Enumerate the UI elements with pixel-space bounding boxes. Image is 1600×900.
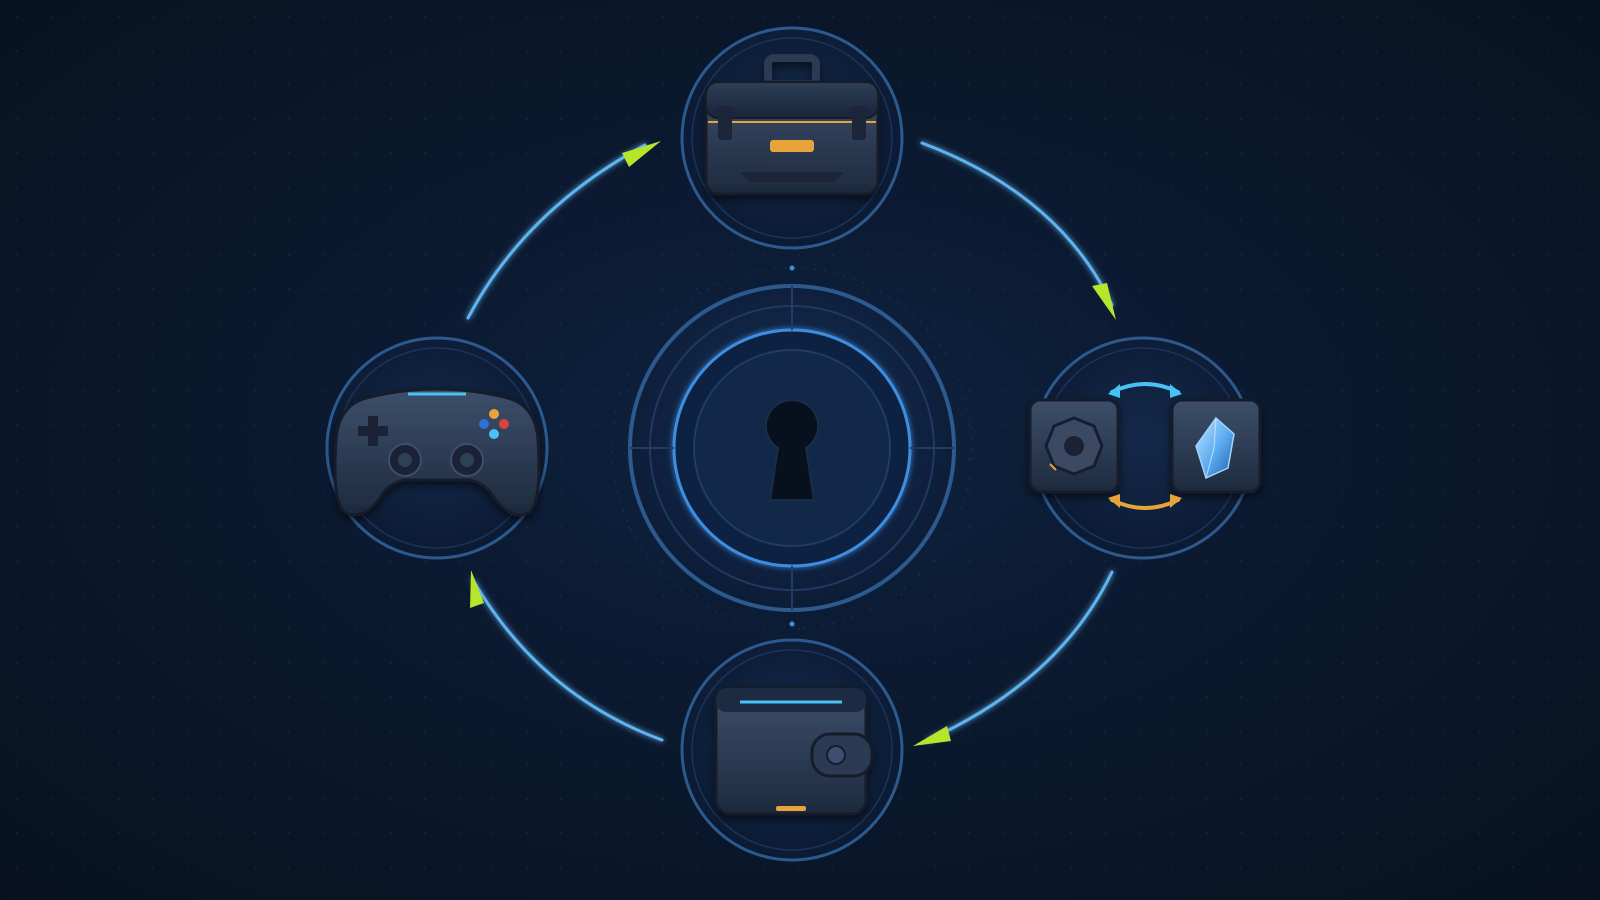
- connector-trade-to-wallet: [926, 570, 1114, 742]
- arrowhead-to-inventory: [622, 141, 661, 167]
- connector-wallet-to-game: [471, 578, 664, 742]
- gamepad-icon: [333, 387, 541, 517]
- connector-game-to-inventory: [466, 143, 647, 320]
- arrowhead-to-wallet: [913, 726, 951, 746]
- arrowhead-to-trade: [1092, 283, 1116, 320]
- flow-connectors: [466, 141, 1114, 742]
- keyhole-lock-icon: [764, 398, 820, 501]
- wallet-node[interactable]: [680, 638, 904, 862]
- wallet-icon: [714, 686, 874, 816]
- vault-node[interactable]: [611, 265, 973, 629]
- item-swap-icon: [1028, 382, 1262, 510]
- arrowhead-to-game: [470, 570, 484, 608]
- item-case-icon: [704, 54, 880, 196]
- game-node[interactable]: [325, 336, 549, 560]
- inventory-node[interactable]: [680, 26, 904, 250]
- trade-node[interactable]: [1028, 336, 1262, 560]
- connector-inventory-to-trade: [920, 141, 1114, 307]
- flow-arrowheads: [470, 141, 1116, 746]
